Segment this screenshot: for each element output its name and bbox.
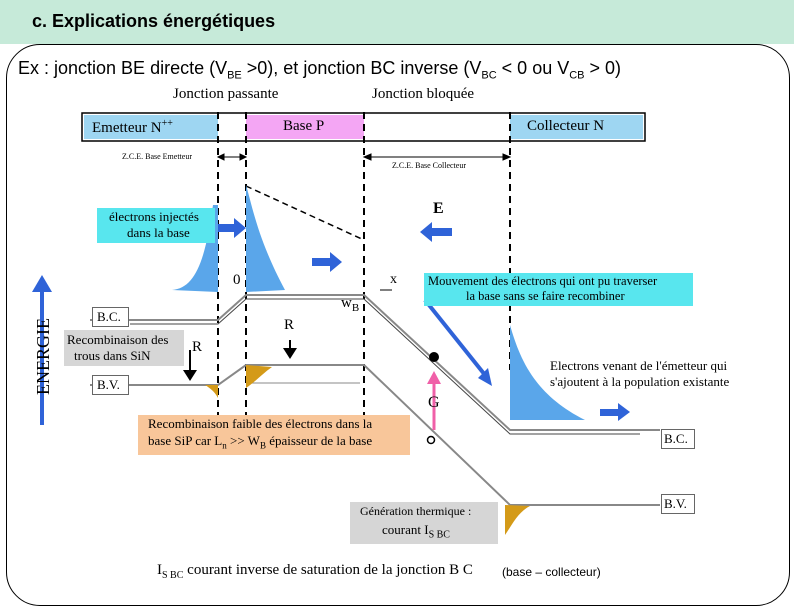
- rf-sub-b: B: [259, 440, 266, 451]
- collector-electron-curve: [510, 325, 585, 420]
- title-band: [0, 0, 794, 44]
- rf-part3: épaisseur de la base: [265, 433, 373, 448]
- bv-left-box: B.V.: [92, 375, 129, 395]
- electrons-injectes-line1: électrons injectés: [109, 209, 199, 224]
- emitter-electron-curve: [172, 205, 218, 292]
- recombinaison-sin-box: Recombinaison des trous dans SiN: [64, 330, 184, 366]
- wb-text: w: [341, 295, 352, 311]
- label-field-e: E: [433, 200, 444, 217]
- slide-subtitle: Ex : jonction BE directe (VBE >0), et jo…: [18, 58, 621, 82]
- electrons-venant-line2: s'ajoutent à la population existante: [550, 374, 730, 389]
- conduction-band-edge: [130, 298, 640, 435]
- bc-right-label: B.C.: [664, 431, 688, 446]
- bv-left-label: B.V.: [97, 377, 120, 392]
- electrons-injectes-box: électrons injectés dans la base: [97, 208, 215, 243]
- base-region: [246, 115, 364, 139]
- bc-right-box: B.C.: [661, 429, 695, 449]
- generation-courant: courant I: [382, 522, 429, 537]
- label-r-left: R: [192, 339, 203, 355]
- label-emetteur: Emetteur N++: [92, 118, 173, 137]
- electrons-venant-line1: Electrons venant de l'émetteur qui: [550, 358, 728, 373]
- collector-region: [510, 115, 643, 139]
- subtitle-text-4: > 0): [584, 58, 622, 78]
- recombinaison-sin-line2: trous dans SiN: [74, 348, 151, 363]
- conduction-band: [90, 294, 660, 431]
- is-bc-sub: S BC: [162, 570, 184, 581]
- emetteur-text: Emetteur N: [92, 120, 162, 136]
- label-g: G: [428, 394, 440, 411]
- generation-line1: Génération thermique :: [360, 504, 472, 518]
- bv-right-label: B.V.: [664, 496, 687, 511]
- subtitle-text-1: Ex : jonction BE directe (V: [18, 58, 228, 78]
- generation-sub: S BC: [428, 529, 450, 541]
- label-collecteur: Collecteur N: [527, 118, 605, 134]
- label-wb: wB: [341, 295, 359, 314]
- wb-sub: B: [351, 302, 360, 314]
- label-zero: 0: [233, 272, 241, 288]
- label-jonction-passante: Jonction passante: [173, 86, 279, 102]
- bc-left-label: B.C.: [97, 309, 121, 324]
- subtitle-sub-bc: BC: [481, 69, 497, 82]
- emitter-region: [84, 115, 218, 139]
- bottom-suffix: (base – collecteur): [502, 565, 601, 579]
- recombinaison-faible-line1: Recombinaison faible des électrons dans …: [148, 416, 373, 431]
- label-x: x: [390, 272, 397, 287]
- generation-box: Génération thermique : courant IS BC: [350, 502, 498, 544]
- rf-part2: >> W: [226, 433, 260, 448]
- mouvement-box: Mouvement des électrons qui ont pu trave…: [424, 273, 693, 306]
- label-zce-collecteur: Z.C.E. Base Collecteur: [392, 161, 466, 170]
- bv-right-box: B.V.: [661, 494, 695, 514]
- mouvement-line1: Mouvement des électrons qui ont pu trave…: [428, 274, 658, 288]
- zce-arrows: [216, 153, 512, 161]
- blue-arrows: [218, 218, 630, 421]
- label-zce-emetteur: Z.C.E. Base Emetteur: [122, 152, 192, 161]
- label-energie: ENERGIE: [33, 318, 53, 395]
- bottom-text: courant inverse de saturation de la jonc…: [187, 562, 473, 578]
- label-base: Base P: [283, 118, 325, 134]
- valence-band: [90, 364, 660, 506]
- subtitle-sub-cb: CB: [569, 69, 585, 82]
- is-bc-letter: I: [157, 562, 162, 578]
- subtitle-text-2: >0), et jonction BC inverse (V: [241, 58, 482, 78]
- subtitle-text-3: < 0 ou V: [496, 58, 570, 78]
- label-r-base: R: [284, 317, 295, 333]
- mouvement-line2: la base sans se faire recombiner: [466, 289, 625, 303]
- bc-left-box: B.C.: [92, 307, 129, 327]
- generation-line2: courant IS BC: [382, 522, 450, 541]
- rf-part1: base SiP car L: [148, 433, 223, 448]
- label-jonction-bloquee: Jonction bloquée: [372, 86, 475, 102]
- slide-title: c. Explications énergétiques: [32, 11, 276, 31]
- recombinaison-faible-line2: base SiP car Ln >> WB épaisseur de la ba…: [148, 433, 372, 451]
- bottom-caption: IS BC courant inverse de saturation de l…: [157, 562, 473, 581]
- junction-dashed-lines: [217, 112, 511, 450]
- emetteur-sup: ++: [161, 118, 173, 129]
- recombinaison-sin-line1: Recombinaison des: [67, 332, 169, 347]
- base-electron-curve: [246, 185, 285, 292]
- electrons-injectes-line2: dans la base: [127, 225, 190, 240]
- rf-sub-n: n: [222, 440, 227, 451]
- subtitle-sub-be: BE: [227, 69, 242, 82]
- recombinaison-faible-box: Recombinaison faible des électrons dans …: [138, 415, 410, 455]
